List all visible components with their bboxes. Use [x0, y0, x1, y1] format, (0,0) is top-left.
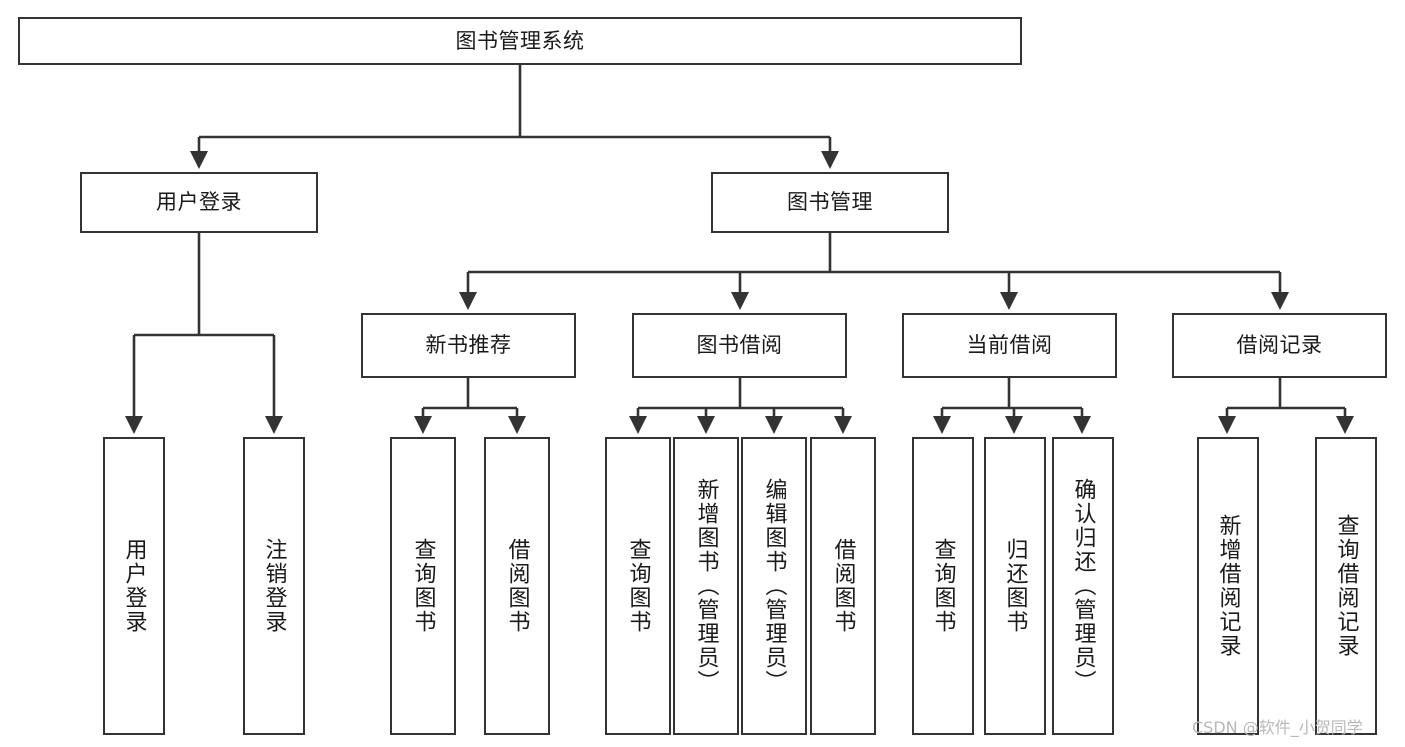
node-leaf-book-borrow-3-label: 编辑图书（管理员）: [761, 478, 787, 694]
node-leaf-current-borrow-2-label: 归还图书: [1002, 538, 1028, 634]
node-user-login[interactable]: 用户登录: [80, 172, 318, 233]
node-book-borrow[interactable]: 图书借阅: [632, 313, 847, 378]
node-leaf-current-borrow-3[interactable]: 确认归还（管理员）: [1052, 437, 1114, 735]
node-leaf-new-book-2[interactable]: 借阅图书: [484, 437, 550, 735]
node-leaf-user-login-2-label: 注销登录: [261, 538, 287, 634]
node-leaf-current-borrow-2[interactable]: 归还图书: [984, 437, 1046, 735]
node-leaf-book-borrow-1-label: 查询图书: [625, 538, 651, 634]
node-book-borrow-label: 图书借阅: [696, 333, 783, 358]
node-new-book-recommend[interactable]: 新书推荐: [361, 313, 576, 378]
node-leaf-new-book-1[interactable]: 查询图书: [390, 437, 456, 735]
node-root-label: 图书管理系统: [455, 28, 585, 53]
node-user-login-label: 用户登录: [156, 190, 242, 215]
node-leaf-new-book-1-label: 查询图书: [410, 538, 436, 634]
watermark-text: CSDN @软件_小贺同学: [1192, 718, 1363, 737]
node-leaf-borrow-record-1[interactable]: 新增借阅记录: [1197, 437, 1259, 735]
node-leaf-book-borrow-3[interactable]: 编辑图书（管理员）: [741, 437, 807, 735]
node-leaf-borrow-record-2-label: 查询借阅记录: [1333, 514, 1359, 658]
node-leaf-user-login-2[interactable]: 注销登录: [243, 437, 305, 735]
node-leaf-new-book-2-label: 借阅图书: [504, 538, 530, 634]
node-leaf-current-borrow-1-label: 查询图书: [930, 538, 956, 634]
node-current-borrow-label: 当前借阅: [966, 333, 1053, 358]
node-leaf-current-borrow-3-label: 确认归还（管理员）: [1070, 478, 1096, 694]
node-leaf-book-borrow-1[interactable]: 查询图书: [605, 437, 671, 735]
node-leaf-book-borrow-2-label: 新增图书（管理员）: [693, 478, 719, 694]
node-book-manage-label: 图书管理: [787, 190, 873, 215]
node-new-book-recommend-label: 新书推荐: [425, 333, 512, 358]
node-leaf-book-borrow-2[interactable]: 新增图书（管理员）: [673, 437, 739, 735]
node-leaf-user-login-1[interactable]: 用户登录: [103, 437, 165, 735]
node-current-borrow[interactable]: 当前借阅: [902, 313, 1117, 378]
node-leaf-book-borrow-4[interactable]: 借阅图书: [810, 437, 876, 735]
node-root[interactable]: 图书管理系统: [18, 17, 1022, 65]
node-leaf-current-borrow-1[interactable]: 查询图书: [912, 437, 974, 735]
node-book-manage[interactable]: 图书管理: [711, 172, 949, 233]
node-borrow-record[interactable]: 借阅记录: [1172, 313, 1387, 378]
node-leaf-user-login-1-label: 用户登录: [121, 538, 147, 634]
node-leaf-borrow-record-1-label: 新增借阅记录: [1215, 514, 1241, 658]
node-leaf-borrow-record-2[interactable]: 查询借阅记录: [1315, 437, 1377, 735]
node-borrow-record-label: 借阅记录: [1236, 333, 1323, 358]
node-leaf-book-borrow-4-label: 借阅图书: [830, 538, 856, 634]
